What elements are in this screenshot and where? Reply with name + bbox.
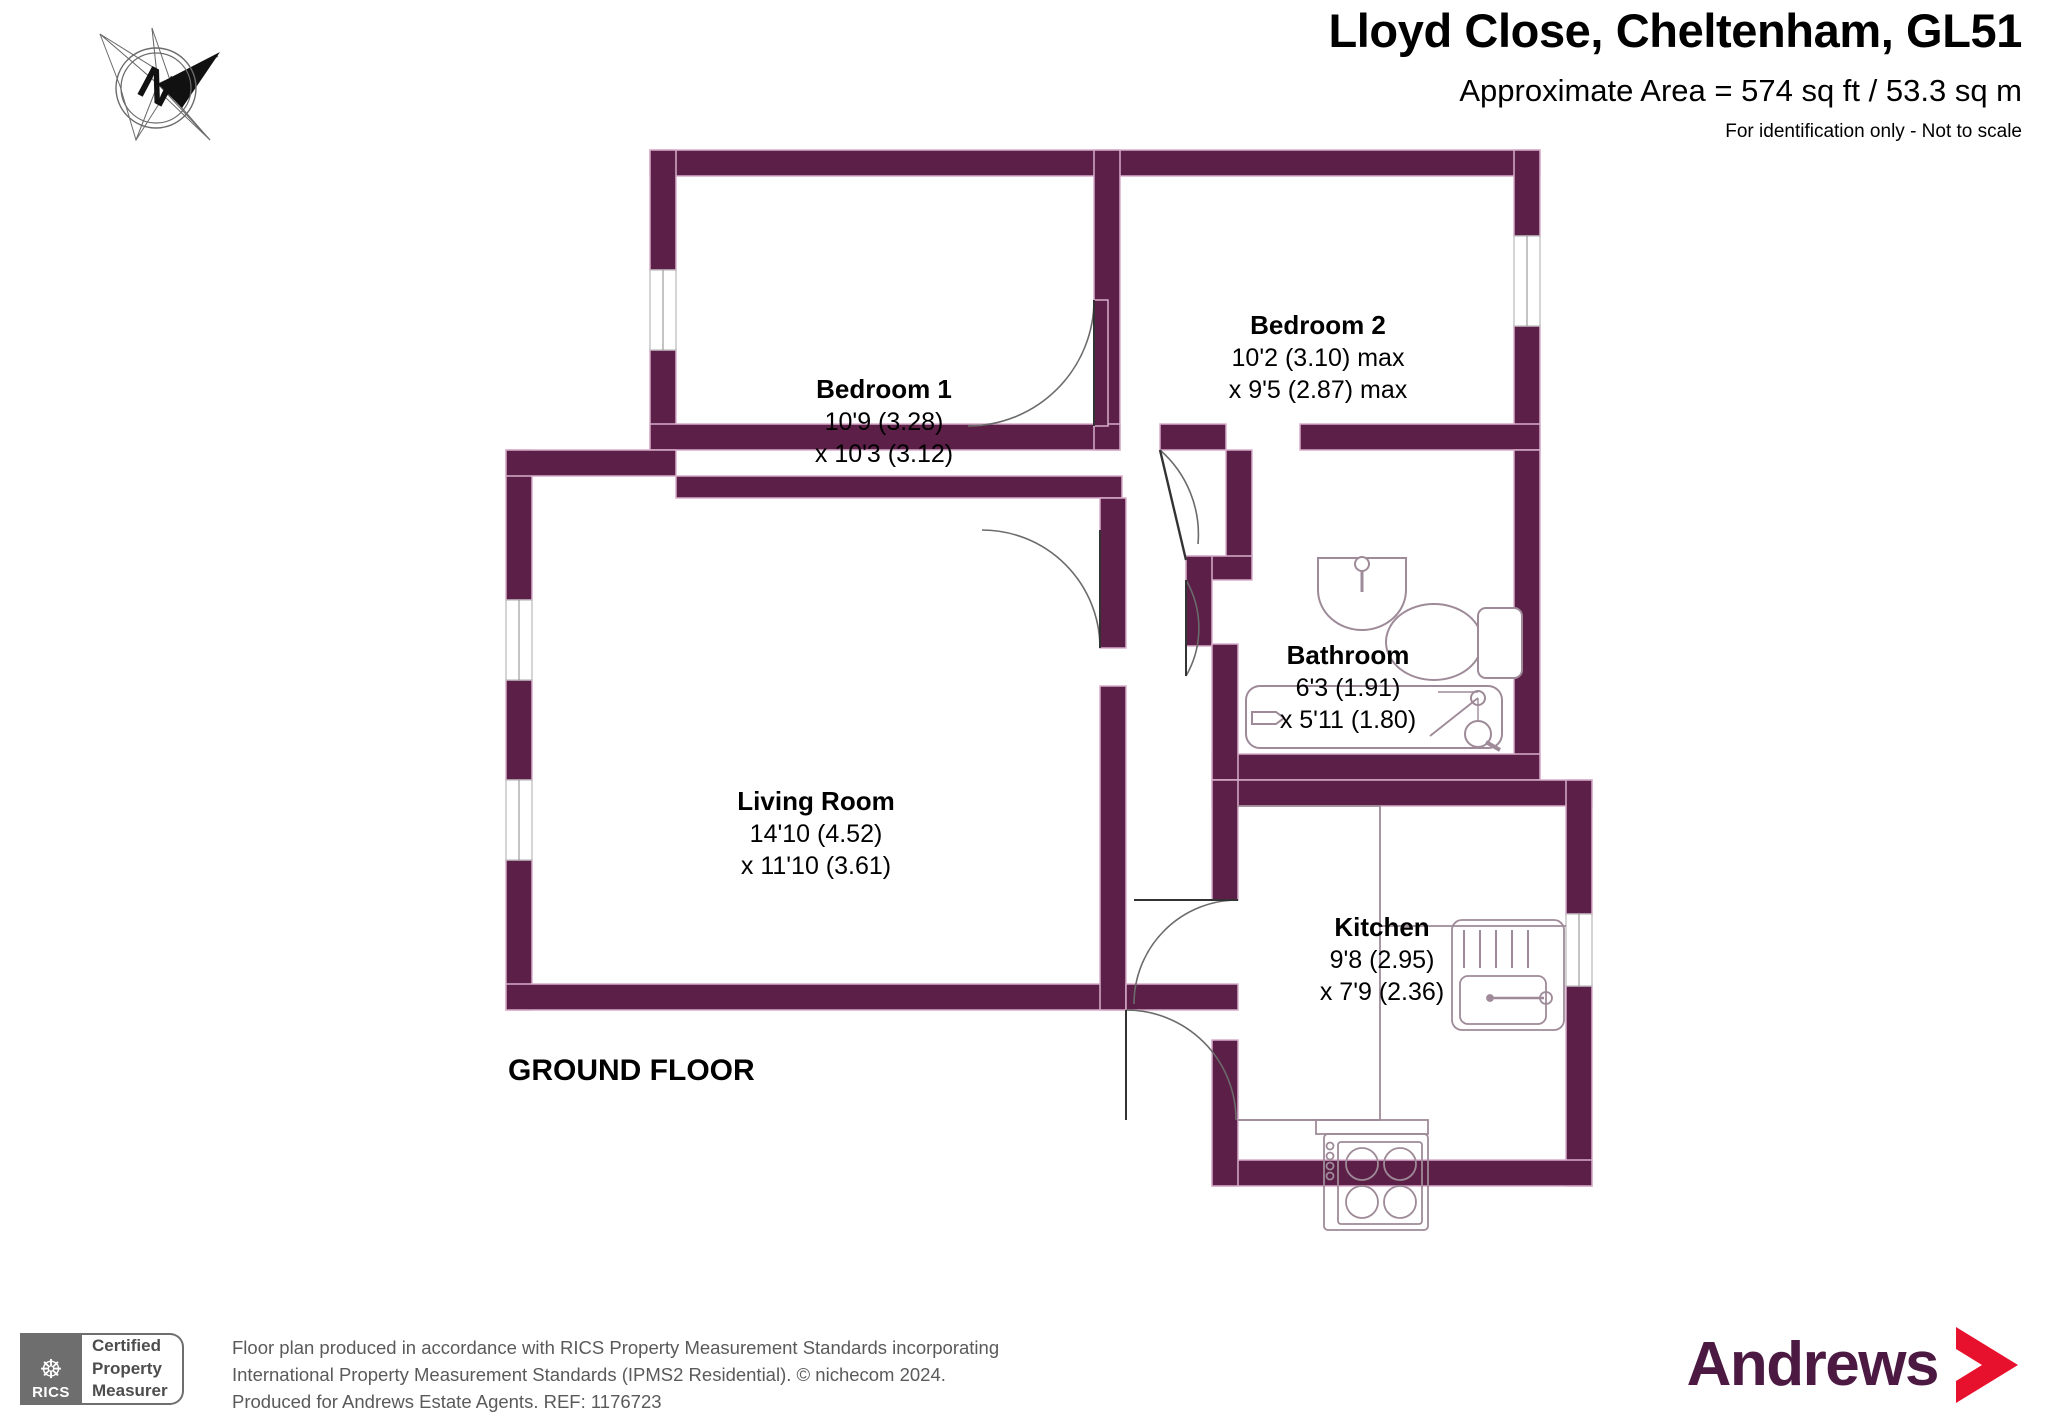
wall-hall-bath-top: [1225, 449, 1253, 561]
wall-living-top: [505, 449, 677, 477]
bathtub-icon: [1245, 685, 1503, 752]
door-bathroom: [1185, 579, 1200, 677]
rics-certified-badge: ☸ RICS Certified Property Measurer: [20, 1333, 184, 1405]
rics-line-2: Property: [92, 1358, 162, 1378]
bathroom-dim2: x 5'11 (1.80): [1280, 706, 1416, 734]
door-entrance: [1125, 1009, 1237, 1121]
door-kitchen: [1133, 899, 1239, 1005]
wall-bed1-door-jamb: [1093, 299, 1109, 427]
wall-kitchen-bottom: [1211, 1159, 1593, 1187]
kitchen-dim1: 9'8 (2.95): [1330, 946, 1435, 974]
kitchen-fixtures: [1238, 805, 1566, 1231]
compass-rose: N: [99, 27, 220, 142]
kitchen-sink-icon: [1451, 919, 1565, 1031]
rics-line-1: Certified: [92, 1336, 161, 1356]
room-label-bedroom-2: Bedroom 2 10'2 (3.10) max x 9'5 (2.87) m…: [1229, 310, 1408, 404]
wall-living-top-inner: [675, 475, 1123, 499]
rics-lion-icon: ☸: [39, 1354, 63, 1384]
bedroom-1-dim1: 10'9 (3.28): [825, 408, 944, 436]
living-room-name: Living Room: [737, 786, 894, 816]
wall-living-left-mid: [505, 679, 533, 781]
room-label-living-room: Living Room 14'10 (4.52) x 11'10 (3.61): [737, 786, 894, 880]
wall-bed1-left-upper: [649, 149, 677, 271]
kitchen-hob-icon: [1315, 1119, 1429, 1231]
andrews-wordmark: Andrews: [1686, 1330, 1940, 1399]
wall-hall-left-upper: [1093, 423, 1121, 451]
wall-bed2-bottom: [1299, 423, 1541, 451]
rics-label: RICS: [32, 1384, 70, 1401]
kitchen-dim2: x 7'9 (2.36): [1320, 978, 1444, 1006]
wall-bed2-bottom-left: [1159, 423, 1227, 451]
door-living-room: [981, 529, 1101, 649]
bedroom-1-dim2: x 10'3 (3.12): [815, 440, 953, 468]
living-room-dim2: x 11'10 (3.61): [741, 852, 891, 880]
header: Lloyd Close, Cheltenham, GL51 Approximat…: [822, 0, 2022, 143]
approximate-area: Approximate Area = 574 sq ft / 53.3 sq m: [1459, 73, 2022, 109]
andrews-brand-logo: Andrews: [1687, 1325, 2022, 1405]
bedroom-2-dim1: 10'2 (3.10) max: [1232, 344, 1405, 372]
window-living-left: [505, 599, 533, 681]
identification-notice: For identification only - Not to scale: [1725, 121, 2022, 143]
toilet-icon: [1385, 603, 1523, 681]
disclaimer-line-2: International Property Measurement Stand…: [232, 1363, 946, 1385]
floor-title: GROUND FLOOR: [508, 1054, 755, 1087]
chevron-right-icon: [1956, 1327, 2018, 1403]
page-title: Lloyd Close, Cheltenham, GL51: [1328, 4, 2022, 57]
compass-circle-inner: [120, 52, 192, 124]
rics-logo-mark: ☸ RICS: [20, 1333, 82, 1405]
kitchen-name: Kitchen: [1334, 912, 1429, 942]
floor-plan: Bedroom 1 10'9 (3.28) x 10'3 (3.12) Bedr…: [505, 149, 1593, 1231]
compass-circle-outer: [115, 47, 197, 129]
windows: [505, 235, 1593, 987]
wall-bed2-right-upper: [1513, 149, 1541, 237]
wall-bed1-bottom: [649, 423, 1121, 451]
window-kitchen-right: [1565, 913, 1593, 987]
bathroom-fixtures: [1245, 556, 1523, 752]
wall-living-right: [1099, 497, 1127, 649]
room-label-bathroom: Bathroom 6'3 (1.91) x 5'11 (1.80): [1280, 640, 1416, 734]
disclaimer-line-3: Produced for Andrews Estate Agents. REF:…: [232, 1390, 662, 1412]
bedroom-1-name: Bedroom 1: [816, 374, 952, 404]
door-bedroom2: [1158, 449, 1200, 561]
window-bedroom1-left: [649, 269, 677, 351]
compass-north-point: [158, 52, 220, 108]
disclaimer-line-1: Floor plan produced in accordance with R…: [232, 1337, 1000, 1358]
wall-kitchen-right-upper: [1565, 779, 1593, 915]
rics-line-3: Measurer: [92, 1381, 168, 1401]
wall-kitchen-top: [1211, 779, 1593, 807]
disclaimer-text: Floor plan produced in accordance with R…: [232, 1335, 999, 1415]
wall-kitchen-right-lower: [1565, 985, 1593, 1187]
sink-basin-icon: [1317, 556, 1407, 631]
wall-bath-bottom: [1211, 753, 1541, 781]
footer: ☸ RICS Certified Property Measurer Floor…: [0, 1315, 2048, 1425]
wall-living-right-lower: [1099, 685, 1127, 1011]
bedroom-2-name: Bedroom 2: [1250, 310, 1386, 340]
doors: [967, 299, 1239, 1121]
room-labels: Bedroom 1 10'9 (3.28) x 10'3 (3.12) Bedr…: [737, 310, 1444, 1006]
walls: [505, 149, 1593, 1187]
wall-hall-bottom: [1125, 983, 1239, 1011]
window-bedroom2-right: [1513, 235, 1541, 327]
wall-kitchen-left-upper: [1211, 779, 1239, 901]
window-living-left-lower: [505, 779, 533, 861]
room-label-kitchen: Kitchen 9'8 (2.95) x 7'9 (2.36): [1320, 912, 1444, 1006]
bedroom-2-dim2: x 9'5 (2.87) max: [1229, 376, 1408, 404]
bathroom-dim1: 6'3 (1.91): [1296, 674, 1401, 702]
rics-badge-text: Certified Property Measurer: [82, 1333, 184, 1405]
bathroom-name: Bathroom: [1287, 640, 1410, 670]
wall-bath-left-lower: [1211, 643, 1239, 781]
room-label-bedroom-1: Bedroom 1 10'9 (3.28) x 10'3 (3.12): [815, 374, 953, 468]
door-bedroom1: [967, 299, 1095, 427]
living-room-dim1: 14'10 (4.52): [750, 820, 883, 848]
wall-kitchen-left-lower: [1211, 1039, 1239, 1187]
wall-living-bottom: [505, 983, 1127, 1011]
